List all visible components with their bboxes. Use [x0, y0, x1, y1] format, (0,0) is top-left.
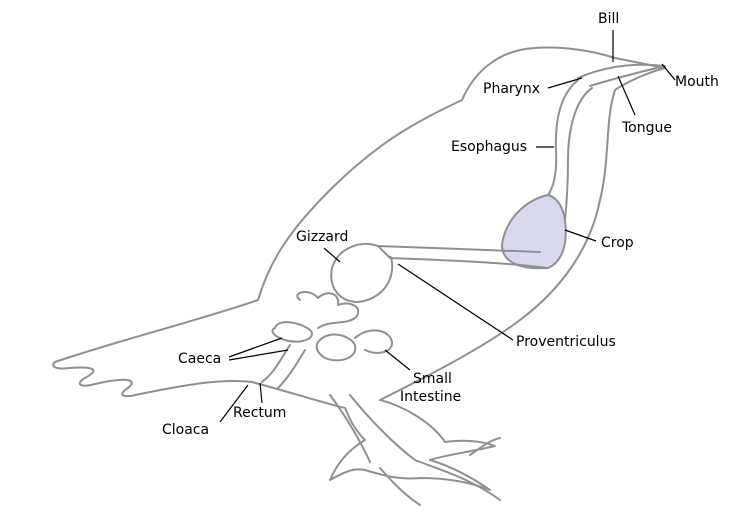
- rectum-cloaca: [262, 345, 305, 388]
- label-tongue: Tongue: [621, 120, 672, 136]
- label-rectum: Rectum: [233, 405, 286, 421]
- leader-gizzard: [324, 248, 340, 262]
- gizzard-organ: [331, 244, 392, 302]
- leader-caeca-1: [229, 338, 282, 357]
- leader-proventriculus: [398, 264, 513, 340]
- label-small-intestine-2: Intestine: [400, 389, 461, 405]
- small-intestine-coils: [272, 292, 392, 360]
- leader-mouth: [662, 64, 675, 80]
- label-caeca: Caeca: [178, 351, 221, 367]
- crop-pouch: [502, 195, 566, 268]
- label-esophagus: Esophagus: [451, 139, 527, 155]
- label-pharynx: Pharynx: [483, 81, 540, 97]
- label-cloaca: Cloaca: [162, 422, 209, 438]
- leader-tongue: [618, 76, 635, 115]
- label-crop: Crop: [601, 235, 634, 251]
- leader-rectum: [260, 383, 262, 403]
- leader-caeca-2: [229, 350, 288, 360]
- label-mouth: Mouth: [675, 74, 719, 90]
- label-small-intestine-1: Small: [413, 371, 452, 387]
- leader-small-intestine: [385, 350, 410, 370]
- label-gizzard: Gizzard: [296, 229, 348, 245]
- label-proventriculus: Proventriculus: [516, 334, 616, 350]
- label-bill: Bill: [598, 11, 619, 27]
- leader-pharynx: [548, 78, 582, 88]
